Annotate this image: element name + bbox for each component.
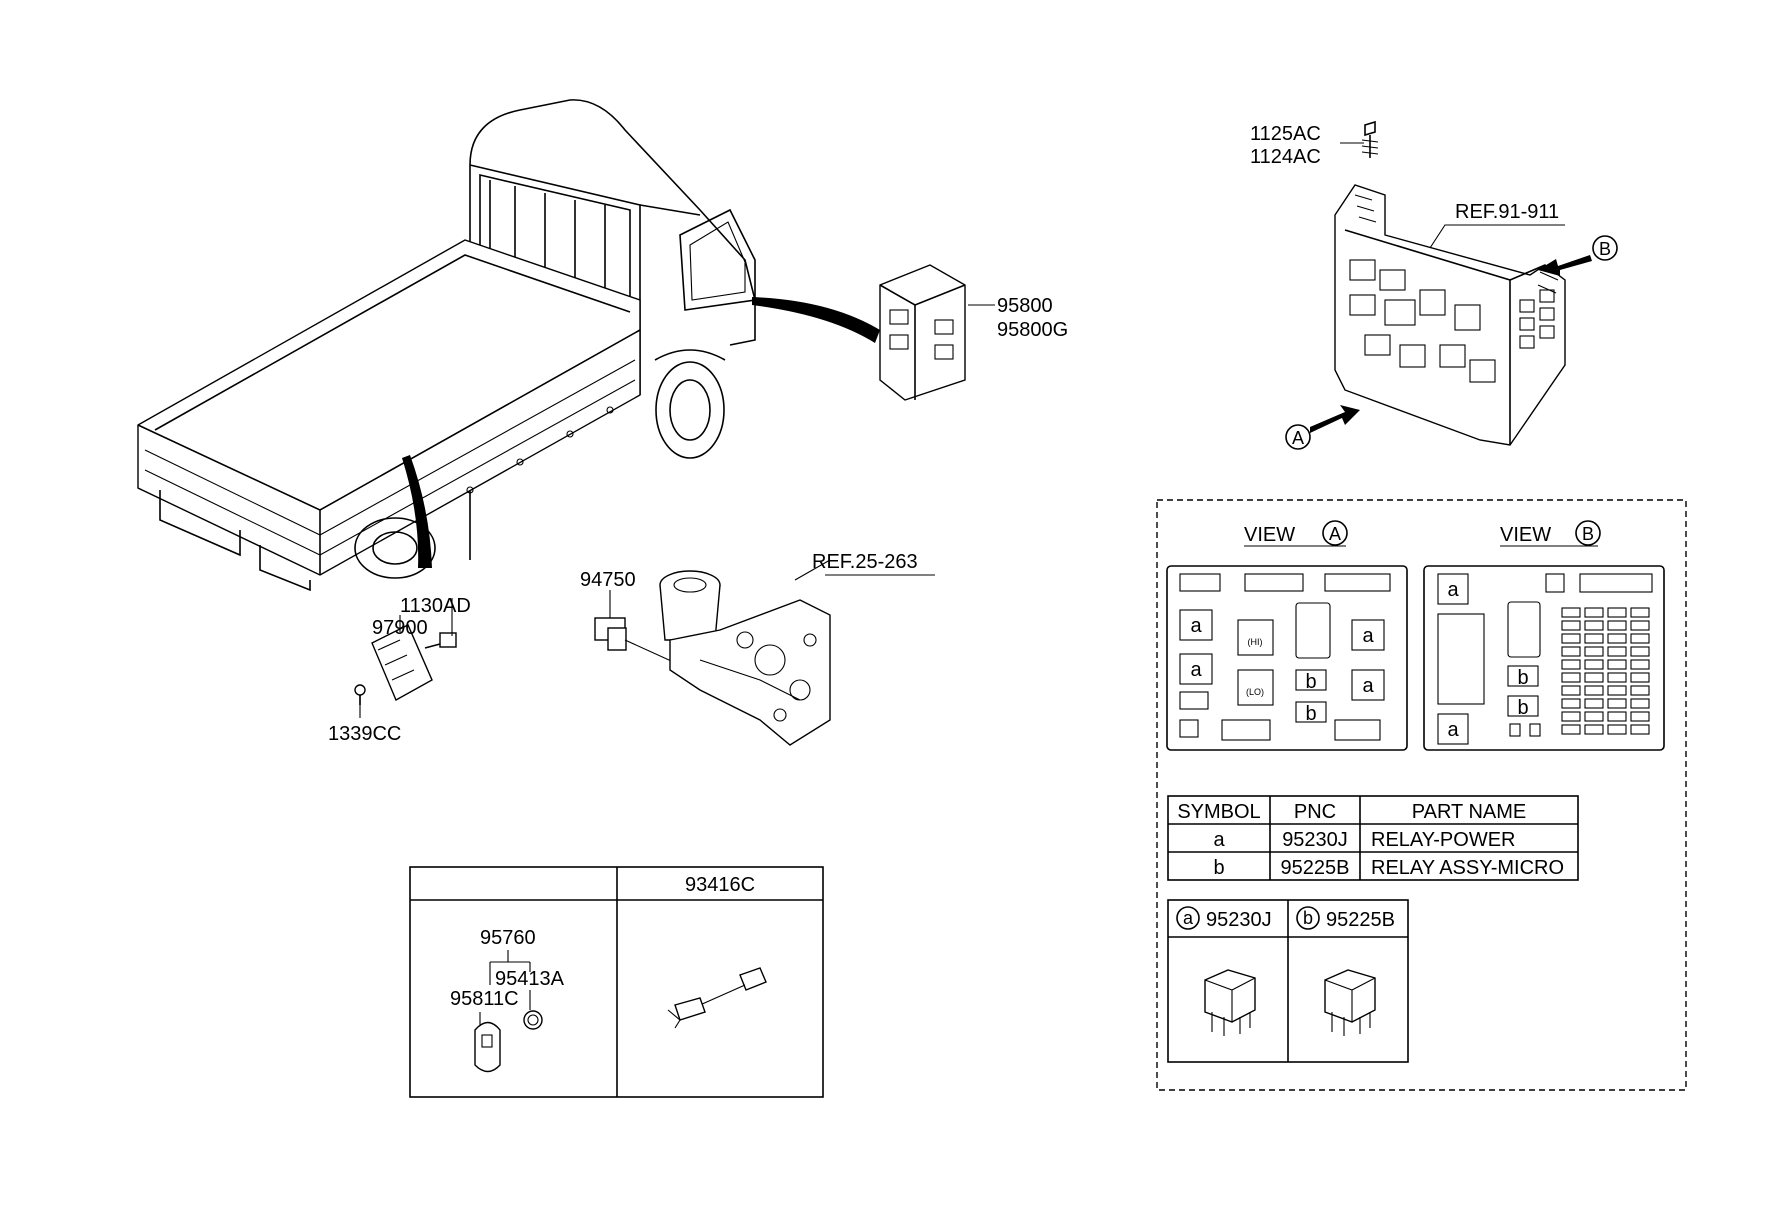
label-95800g: 95800G	[997, 319, 1068, 341]
view-a-relay-a2: a	[1190, 659, 1202, 681]
ref91-leader	[1429, 224, 1565, 249]
relay-box-b-symbol: b	[1303, 908, 1313, 928]
relay-b-illustration	[1324, 969, 1376, 1036]
arrow-b: B	[1538, 235, 1618, 276]
label-97900: 97900	[372, 617, 428, 639]
view-a-lo-label: (LO)	[1246, 687, 1264, 697]
view-b-relay-a1: a	[1447, 579, 1459, 601]
view-b-fuse-grid	[1561, 607, 1650, 735]
label-95760: 95760	[480, 927, 536, 949]
module-95800-illustration	[879, 264, 995, 401]
label-1130ad: 1130AD	[400, 595, 471, 617]
view-a-relay-a4: a	[1362, 675, 1374, 697]
arrow-a: A	[1285, 405, 1360, 450]
junction-box-illustration	[1334, 184, 1566, 446]
parts-table: SYMBOL PNC PART NAME a 95230J RELAY-POWE…	[1167, 795, 1579, 881]
view-b-relay-b2: b	[1517, 697, 1528, 719]
arrow-a-letter: A	[1292, 428, 1304, 448]
view-b-relay-b1: b	[1517, 667, 1528, 689]
label-1339cc: 1339CC	[328, 723, 401, 745]
view-a-relay-a1: a	[1190, 615, 1202, 637]
view-b-circle-letter: B	[1582, 524, 1594, 544]
part-93416c-illustration	[667, 967, 767, 1029]
label-95413a: 95413A	[495, 968, 565, 990]
view-a-hi-label: (HI)	[1248, 637, 1263, 647]
relay-boxes: a 95230J b 95225B	[1167, 899, 1409, 1063]
truck-illustration	[137, 99, 880, 592]
view-a-relay-b2: b	[1305, 703, 1316, 725]
view-b-panel: VIEW B a a b b	[1423, 520, 1665, 751]
bottom-parts-table: 93416C 95760 95413A 95811C	[409, 866, 824, 1098]
relay-box-a-symbol: a	[1183, 908, 1194, 928]
view-a-relay-b1: b	[1305, 671, 1316, 693]
table-header-symbol: SYMBOL	[1177, 801, 1260, 823]
label-95800: 95800	[997, 295, 1053, 317]
view-b-title: VIEW	[1500, 524, 1551, 546]
view-a-relay-a3: a	[1362, 625, 1374, 647]
view-a-circle-letter: A	[1329, 524, 1341, 544]
detail-box	[1156, 499, 1687, 1091]
table-row-2-pnc: 95225B	[1281, 857, 1350, 879]
label-1125ac: 1125AC	[1250, 123, 1321, 145]
relay-box-b-pnc: 95225B	[1326, 909, 1395, 931]
table-header-pnc: PNC	[1294, 801, 1336, 823]
sensor-94750-illustration	[594, 590, 681, 666]
relay-box-a-pnc: 95230J	[1206, 909, 1272, 931]
label-ref-91-911: REF.91-911	[1455, 201, 1559, 223]
pump-assembly-illustration	[659, 559, 831, 746]
table-row-1-part-name: RELAY-POWER	[1371, 829, 1515, 851]
table-row-2-symbol: b	[1213, 857, 1224, 879]
label-ref-25-263: REF.25-263	[812, 551, 918, 573]
label-95811c: 95811C	[450, 988, 519, 1010]
relay-a-illustration	[1204, 969, 1256, 1036]
table-row-1-pnc: 95230J	[1282, 829, 1348, 851]
bottom-table-right-header: 93416C	[685, 874, 755, 896]
view-a-title: VIEW	[1244, 524, 1295, 546]
view-b-relay-a2: a	[1447, 719, 1459, 741]
screw-1125ac-illustration	[1340, 120, 1379, 158]
label-1124ac: 1124AC	[1250, 146, 1321, 168]
arrow-b-letter: B	[1599, 239, 1611, 259]
table-row-1-symbol: a	[1213, 829, 1225, 851]
view-a-panel: VIEW A a a a a (HI) (LO) b b	[1166, 520, 1408, 751]
table-header-part-name: PART NAME	[1412, 801, 1526, 823]
table-row-2-part-name: RELAY ASSY-MICRO	[1371, 857, 1564, 879]
bracket-97900-illustration	[354, 598, 457, 718]
label-94750: 94750	[580, 569, 636, 591]
